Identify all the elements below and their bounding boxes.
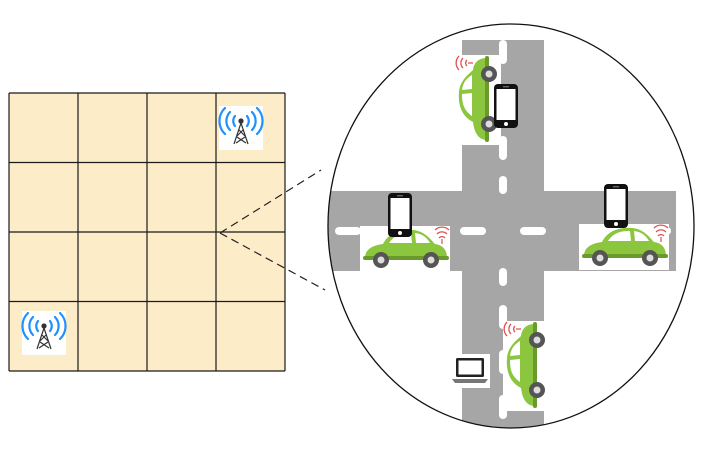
cell-tower-icon: [20, 309, 68, 357]
car-icon: [502, 320, 550, 412]
zoom-ellipse-outline: [327, 23, 695, 429]
car-icon: [578, 223, 670, 271]
grid-lines: [8, 92, 286, 372]
road-network: [328, 40, 676, 428]
intersection-zoom: [327, 23, 695, 429]
zoom-connector: [219, 169, 326, 291]
laptop-icon: [450, 354, 490, 388]
connector-lower: [219, 232, 326, 291]
cell-tower-icon: [217, 104, 265, 152]
connector-upper: [219, 169, 322, 234]
smartphone-icon: [388, 193, 412, 237]
smartphone-icon: [604, 184, 628, 228]
smartphone-icon: [494, 84, 518, 128]
